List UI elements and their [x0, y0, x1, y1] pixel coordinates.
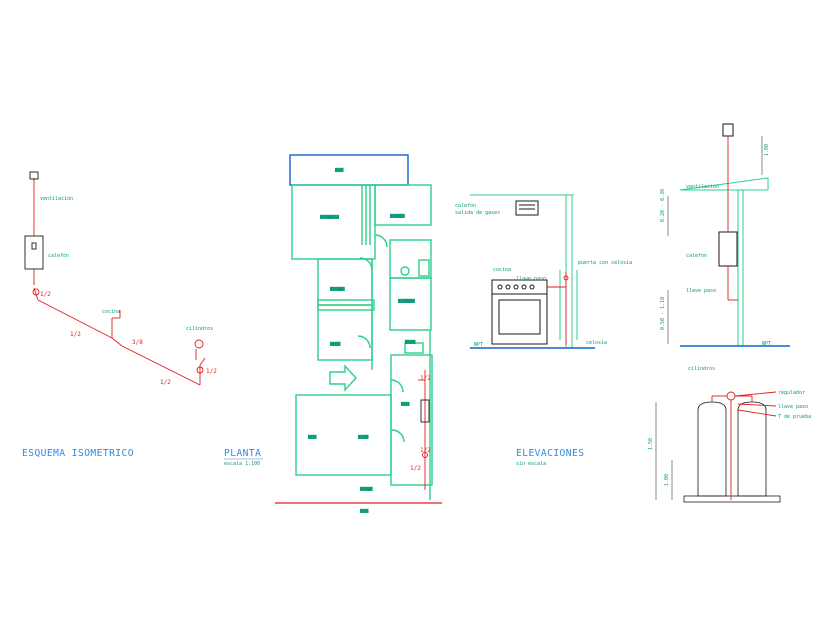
cylinder-dim-lines: [655, 402, 673, 500]
elev-door-label: puerta con celosía: [578, 259, 632, 266]
kitchen-elevation: [470, 194, 578, 348]
iso-dim-2: 1/2: [70, 331, 81, 338]
plan-gas-pipe: [418, 370, 430, 490]
cylinders-elevation: [683, 401, 781, 503]
heater-elevation-pipe: [727, 136, 738, 301]
svg-text:██████: ██████: [359, 486, 374, 491]
cylinders-label: cilindros: [688, 366, 715, 372]
elevations-title: ELEVACIONES: [516, 448, 584, 459]
elev-grille-label: celosía: [586, 339, 607, 346]
svg-text:███████: ███████: [389, 213, 406, 218]
svg-text:█████████: █████████: [319, 214, 340, 219]
regulator-label: regulador: [778, 390, 805, 396]
heater-elevation: [679, 123, 769, 346]
iso-cylinders-label: cilindros: [186, 326, 213, 332]
iso-heater-label: calefón: [48, 252, 69, 259]
svg-text:████: ████: [334, 167, 344, 172]
svg-text:███████: ███████: [329, 286, 346, 291]
svg-text:█████: █████: [329, 341, 341, 346]
iso-dim-5: 1/2: [206, 368, 217, 375]
iso-title: ESQUEMA ISOMETRICO: [22, 448, 134, 459]
plan-room-labels: ████ █████████ ███████ ███████ █████ ███…: [307, 167, 416, 513]
iso-dim-1: 1/2: [40, 291, 51, 298]
dim-cyl-2: 1.00: [664, 474, 670, 486]
elev-heater-label: calefón: [455, 202, 476, 209]
svg-text:█████: █████: [404, 339, 416, 344]
dim-mid: 0.20 - 0.30: [660, 189, 666, 222]
plan-pipe-dim-3: 1/2: [410, 465, 421, 472]
plan-walls: [289, 154, 433, 500]
test-tee-label: T de prueba: [778, 414, 811, 420]
heater-valve-label: llave paso: [686, 288, 716, 294]
plan-pipe-dim-2: 1/2: [420, 447, 431, 454]
plan-pipe-dim-1: 1/2: [420, 375, 431, 382]
svg-text:████: ████: [359, 508, 369, 513]
svg-text:████████: ████████: [397, 298, 416, 303]
svg-text:████: ████: [400, 401, 410, 406]
kitchen-elevation-pipe: [547, 272, 569, 345]
iso-dim-4: 1/2: [160, 379, 171, 386]
dim-top: 1.00: [764, 144, 770, 156]
elev-npt-label: NPT: [474, 342, 483, 348]
heater-npt-label: NPT: [762, 341, 771, 347]
heater-ventilation-label: ventilación: [686, 183, 719, 190]
plan-scale: escala 1:100: [224, 461, 260, 467]
iso-ventilation-label: ventilación: [40, 195, 73, 202]
iso-dim-3: 3/8: [132, 339, 143, 346]
elevations-scale: sin escala: [516, 461, 546, 467]
floor-plan: ████ █████████ ███████ ███████ █████ ███…: [224, 154, 442, 513]
heater-label: calefón: [686, 252, 707, 259]
elev-kitchen-label: cocina: [493, 267, 511, 273]
cylinders-pipe: [711, 391, 777, 500]
dim-low: 0.50 - 1.10: [660, 297, 666, 330]
elev-exhaust-label: salida de gases: [455, 210, 500, 216]
dim-cyl-1: 1.50: [648, 438, 654, 450]
svg-text:████: ████: [307, 434, 317, 439]
iso-kitchen-label: cocina: [102, 309, 120, 315]
elev-valve-label: llave paso: [516, 276, 546, 282]
iso-pipes: [24, 171, 206, 386]
svg-text:█████: █████: [357, 434, 369, 439]
isometric-scheme: ventilación calefón cocina cilindros 1/2…: [22, 171, 217, 459]
elevations: calefón salida de gases cocina llave pas…: [455, 123, 811, 503]
valve-label: llave paso: [778, 404, 808, 410]
plan-title: PLANTA: [224, 448, 261, 459]
heater-dim-lines: [667, 136, 763, 344]
